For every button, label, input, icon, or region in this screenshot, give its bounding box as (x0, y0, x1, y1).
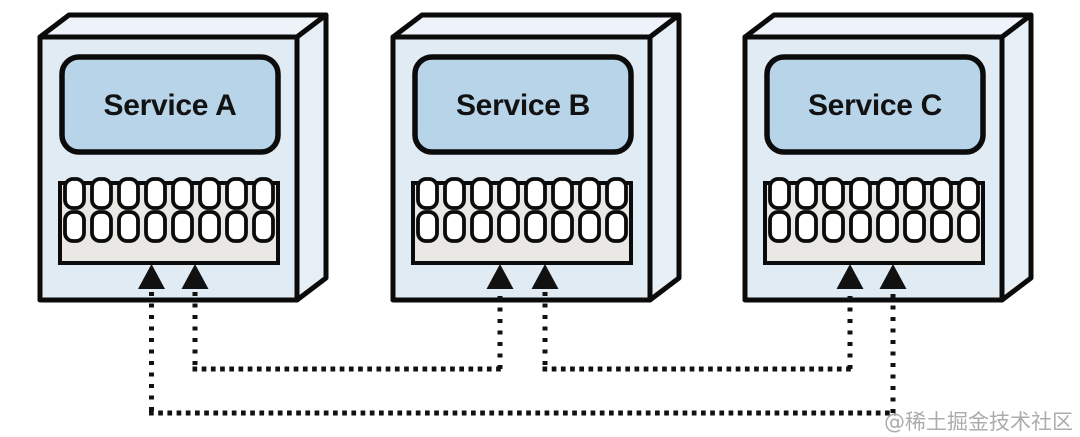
port (551, 177, 574, 210)
box-side-face (647, 12, 682, 303)
port (171, 210, 194, 243)
service-box-b: Service B (390, 12, 682, 303)
port (605, 177, 628, 210)
port (930, 210, 953, 243)
up-arrowhead-icon (181, 264, 209, 289)
port (497, 210, 520, 243)
port (144, 177, 167, 210)
port (524, 177, 547, 210)
port (225, 177, 248, 210)
service-box-a: Service A (37, 12, 329, 303)
service-label: Service C (808, 89, 942, 122)
port (90, 210, 113, 243)
port (252, 210, 275, 243)
up-arrowhead-icon (486, 264, 514, 289)
port-grid (416, 177, 628, 243)
connections-layer (138, 264, 907, 416)
port (63, 210, 86, 243)
port (768, 177, 791, 210)
port (795, 177, 818, 210)
port (957, 177, 980, 210)
port (117, 210, 140, 243)
port (198, 177, 221, 210)
up-arrowhead-icon (879, 264, 907, 289)
port (876, 177, 899, 210)
service-box-c: Service C (742, 12, 1034, 303)
port (171, 177, 194, 210)
service-label-plate (59, 54, 281, 155)
service-label-plate (764, 54, 986, 155)
port (822, 177, 845, 210)
watermark: @稀土掘金技术社区 (884, 410, 1073, 434)
port (795, 210, 818, 243)
port (443, 177, 466, 210)
port (198, 210, 221, 243)
port-grid (63, 177, 275, 243)
up-arrowhead-icon (836, 264, 864, 289)
port (605, 210, 628, 243)
port (225, 210, 248, 243)
port (524, 210, 547, 243)
port (63, 177, 86, 210)
box-side-face (294, 12, 329, 303)
port (930, 177, 953, 210)
port (849, 177, 872, 210)
up-arrowhead-icon (531, 264, 559, 289)
port-grid (768, 177, 980, 243)
port (144, 210, 167, 243)
port (90, 177, 113, 210)
port (849, 210, 872, 243)
service-label: Service A (104, 89, 237, 122)
port (117, 177, 140, 210)
port (822, 210, 845, 243)
port (957, 210, 980, 243)
box-side-face (999, 12, 1034, 303)
box-top-face (390, 12, 682, 40)
box-top-face (742, 12, 1034, 40)
box-top-face (37, 12, 329, 40)
port (470, 210, 493, 243)
port (551, 210, 574, 243)
port (416, 177, 439, 210)
service-label-plate (412, 54, 634, 155)
port (876, 210, 899, 243)
port (903, 210, 926, 243)
port (470, 177, 493, 210)
port (252, 177, 275, 210)
up-arrowhead-icon (138, 264, 165, 289)
port (768, 210, 791, 243)
port (497, 177, 520, 210)
port (903, 177, 926, 210)
port (416, 210, 439, 243)
service-label: Service B (456, 89, 590, 122)
port (578, 210, 601, 243)
port (443, 210, 466, 243)
port (578, 177, 601, 210)
